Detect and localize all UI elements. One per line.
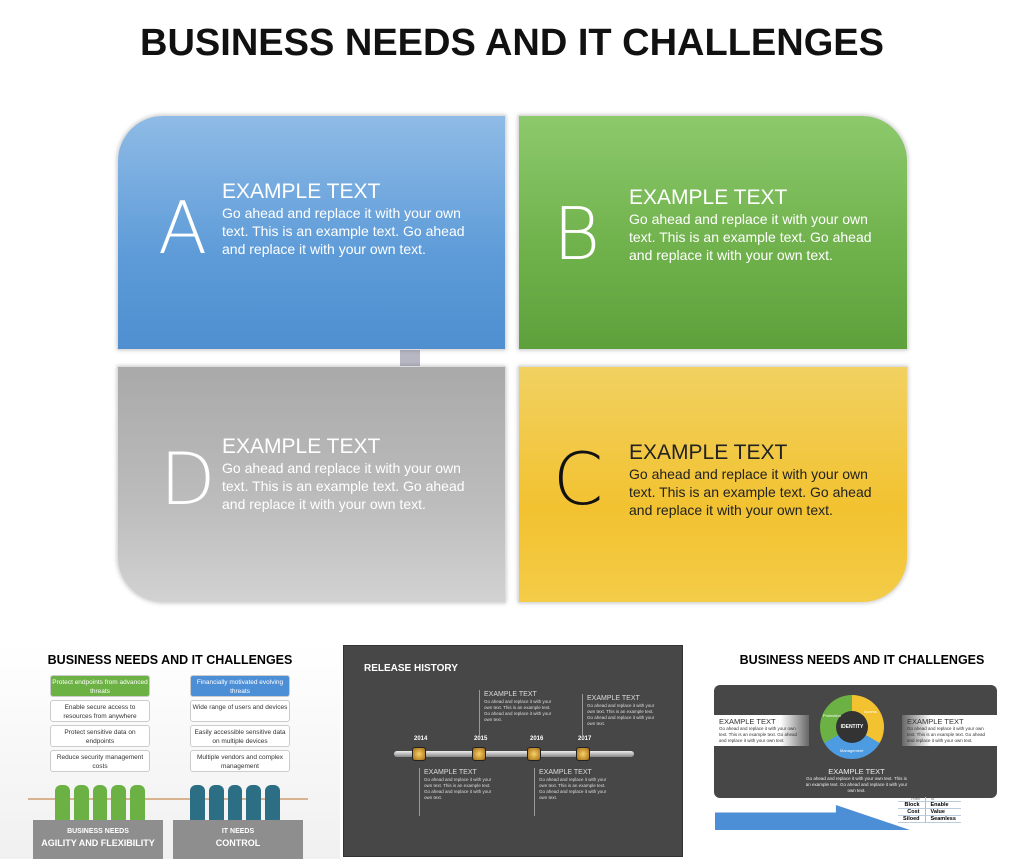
page-title: BUSINESS NEEDS AND IT CHALLENGES: [140, 22, 884, 64]
teal-figures: [190, 785, 280, 821]
wheel-center: IDENTITY: [836, 711, 868, 743]
quadrant-letter: C: [553, 437, 604, 521]
year-label: 2016: [530, 736, 544, 742]
challenge-cell: Wide range of users and devices: [190, 700, 290, 722]
need-cell: Enable secure access to resources from a…: [50, 700, 150, 722]
timeline-node: [527, 747, 541, 761]
need-cell: Protect sensitive data on endpoints: [50, 725, 150, 747]
quadrant-heading: EXAMPLE TEXT: [629, 441, 788, 464]
identity-wheel: IDENTITY Protection Access Management: [820, 695, 884, 759]
challenge-cell: Financially motivated evolving threats: [190, 675, 290, 697]
quadrant-body: Go ahead and replace it with your own te…: [222, 205, 465, 257]
thumbnail-title: BUSINESS NEEDS AND IT CHALLENGES: [739, 653, 985, 667]
quadrant-letter: A: [158, 186, 208, 270]
challenge-cell: Easily accessible sensitive data on mult…: [190, 725, 290, 747]
year-label: 2014: [414, 736, 428, 742]
need-cell: Reduce security management costs: [50, 750, 150, 772]
quadrant-body: Go ahead and replace it with your own te…: [222, 460, 465, 512]
thumbnail-release-history[interactable]: RELEASE HISTORY 2014 2015 2016 2017 EXAM…: [343, 645, 683, 857]
quadrant-body: Go ahead and replace it with your own te…: [629, 211, 872, 263]
challenge-cell: Multiple vendors and complex management: [190, 750, 290, 772]
year-label: 2015: [474, 736, 488, 742]
quadrant-heading: EXAMPLE TEXT: [222, 180, 381, 203]
timeline-node: [472, 747, 486, 761]
need-cell: Protect endpoints from advanced threats: [50, 675, 150, 697]
thumbnail-identity[interactable]: BUSINESS NEEDS AND IT CHALLENGES EXAMPLE…: [700, 645, 1024, 859]
quadrant-body: Go ahead and replace it with your own te…: [629, 466, 872, 518]
thumbnail-tug-of-war[interactable]: BUSINESS NEEDS AND IT CHALLENGES Protect…: [0, 645, 340, 859]
timeline-node: [576, 747, 590, 761]
blue-arrow: [715, 805, 910, 830]
quadrant-heading: EXAMPLE TEXT: [629, 186, 788, 209]
year-label: 2017: [578, 736, 592, 742]
timeline-node: [412, 747, 426, 761]
quadrant-letter: D: [160, 437, 216, 521]
quadrant-heading: EXAMPLE TEXT: [222, 435, 381, 458]
timeline-bar: [394, 751, 634, 757]
thumbnail-title: BUSINESS NEEDS AND IT CHALLENGES: [47, 653, 293, 667]
thumbnail-title: RELEASE HISTORY: [364, 663, 458, 674]
rope: [28, 798, 308, 800]
green-figures: [55, 785, 145, 821]
quadrant-letter: B: [553, 192, 601, 276]
